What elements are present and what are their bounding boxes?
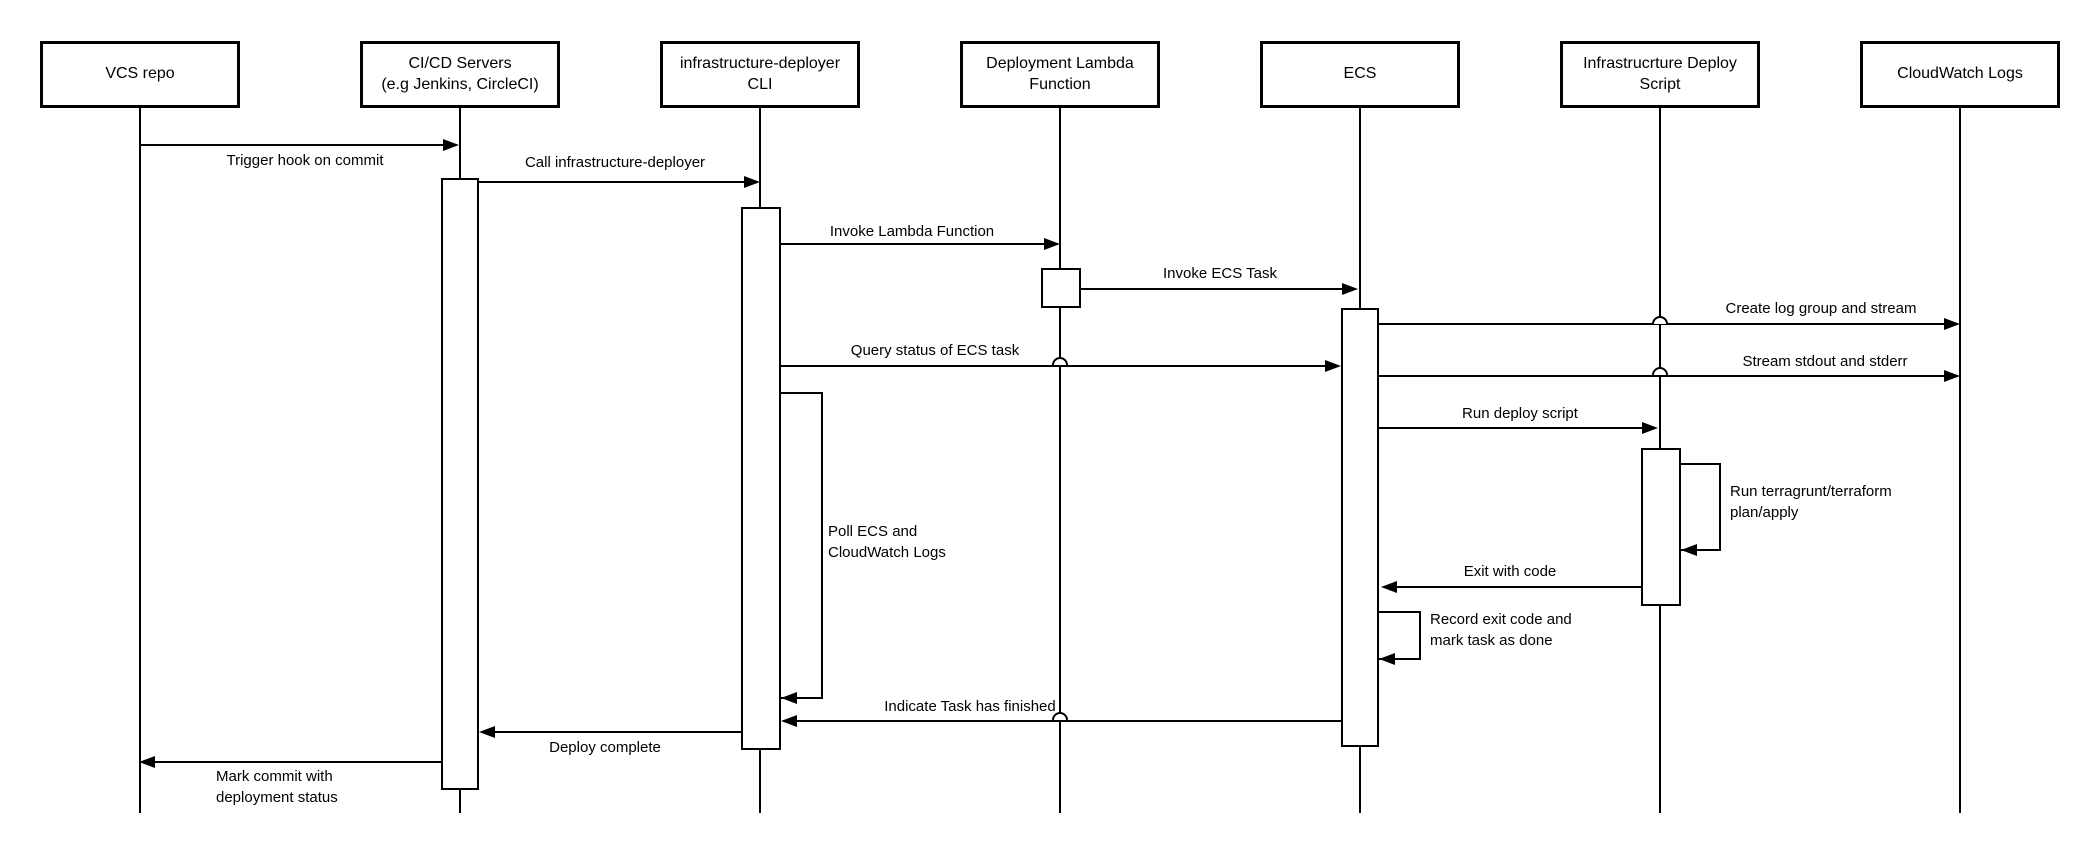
self-loop-poll-ecs: [779, 392, 823, 699]
line-hop-create-log-group: [1652, 316, 1668, 324]
line-hop-indicate-finished: [1052, 712, 1068, 720]
message-label-exit-with-code: Exit with code: [1463, 563, 1557, 580]
message-line-invoke-lambda: [781, 243, 1046, 245]
message-label-run-deploy-script: Run deploy script: [1462, 405, 1578, 422]
participant-cicd-servers: CI/CD Servers (e.g Jenkins, CircleCI): [360, 41, 560, 108]
lifeline-cloudwatch-logs: [1959, 108, 1961, 813]
arrowhead-create-log-group: [1944, 318, 1960, 330]
activation-infra-deployer-cli: [741, 207, 781, 750]
message-label-run-terragrunt: Run terragrunt/terraform plan/apply: [1730, 483, 1892, 521]
lifeline-deployment-lambda: [1059, 108, 1061, 813]
self-call-record-exit-arrow: [1379, 653, 1395, 665]
participant-infra-deployer-cli: infrastructure-deployer CLI: [660, 41, 860, 108]
message-line-trigger-hook: [140, 144, 445, 146]
message-label-stream-stdout: Stream stdout and stderr: [1742, 353, 1908, 370]
lifeline-vcs-repo: [139, 108, 141, 813]
self-call-terragrunt-arrow: [1681, 544, 1697, 556]
message-label-deploy-complete: Deploy complete: [549, 739, 661, 756]
message-line-exit-with-code: [1397, 586, 1641, 588]
message-label-call-deployer: Call infrastructure-deployer: [524, 154, 706, 171]
arrowhead-deploy-complete: [479, 726, 495, 738]
participant-ecs: ECS: [1260, 41, 1460, 108]
arrowhead-mark-commit: [139, 756, 155, 768]
message-line-run-deploy-script: [1379, 427, 1644, 429]
message-label-record-exit-code: Record exit code and mark task as done: [1430, 611, 1572, 649]
participant-infra-deploy-script: Infrastrucrture Deploy Script: [1560, 41, 1760, 108]
message-label-invoke-lambda: Invoke Lambda Function: [829, 223, 995, 240]
arrowhead-indicate-finished: [781, 715, 797, 727]
arrowhead-query-status: [1325, 360, 1341, 372]
arrowhead-exit-with-code: [1381, 581, 1397, 593]
participant-cloudwatch-logs: CloudWatch Logs: [1860, 41, 2060, 108]
message-label-query-status: Query status of ECS task: [850, 342, 1020, 359]
participant-vcs-repo: VCS repo: [40, 41, 240, 108]
line-hop-stream-stdout: [1652, 367, 1668, 375]
arrowhead-call-deployer: [744, 176, 760, 188]
message-label-invoke-ecs-task: Invoke ECS Task: [1163, 265, 1277, 282]
arrowhead-trigger-hook: [443, 139, 459, 151]
message-label-poll-ecs: Poll ECS and CloudWatch Logs: [828, 523, 946, 561]
self-loop-poll-return-arrow: [781, 692, 797, 704]
arrowhead-run-deploy-script: [1642, 422, 1658, 434]
message-line-call-deployer: [479, 181, 746, 183]
activation-cicd-servers: [441, 178, 479, 790]
message-line-mark-commit: [155, 761, 441, 763]
self-call-terragrunt: [1679, 463, 1721, 551]
arrowhead-invoke-lambda: [1044, 238, 1060, 250]
participant-deployment-lambda: Deployment Lambda Function: [960, 41, 1160, 108]
activation-ecs: [1341, 308, 1379, 747]
arrowhead-invoke-ecs-task: [1342, 283, 1358, 295]
self-call-record-exit: [1377, 611, 1421, 660]
activation-infra-deploy-script: [1641, 448, 1681, 606]
message-line-indicate-finished: [797, 720, 1341, 722]
arrowhead-stream-stdout: [1944, 370, 1960, 382]
message-label-indicate-finished: Indicate Task has finished: [884, 698, 1056, 715]
message-line-deploy-complete: [495, 731, 741, 733]
activation-deployment-lambda: [1041, 268, 1081, 308]
message-label-mark-commit: Mark commit with deployment status: [216, 768, 338, 806]
message-line-create-log-group: [1379, 323, 1946, 325]
message-line-query-status: [781, 365, 1327, 367]
message-label-trigger-hook: Trigger hook on commit: [226, 152, 384, 169]
message-line-stream-stdout: [1379, 375, 1946, 377]
message-line-invoke-ecs-task: [1081, 288, 1344, 290]
message-label-create-log-group: Create log group and stream: [1725, 300, 1917, 317]
line-hop-query-status: [1052, 357, 1068, 365]
